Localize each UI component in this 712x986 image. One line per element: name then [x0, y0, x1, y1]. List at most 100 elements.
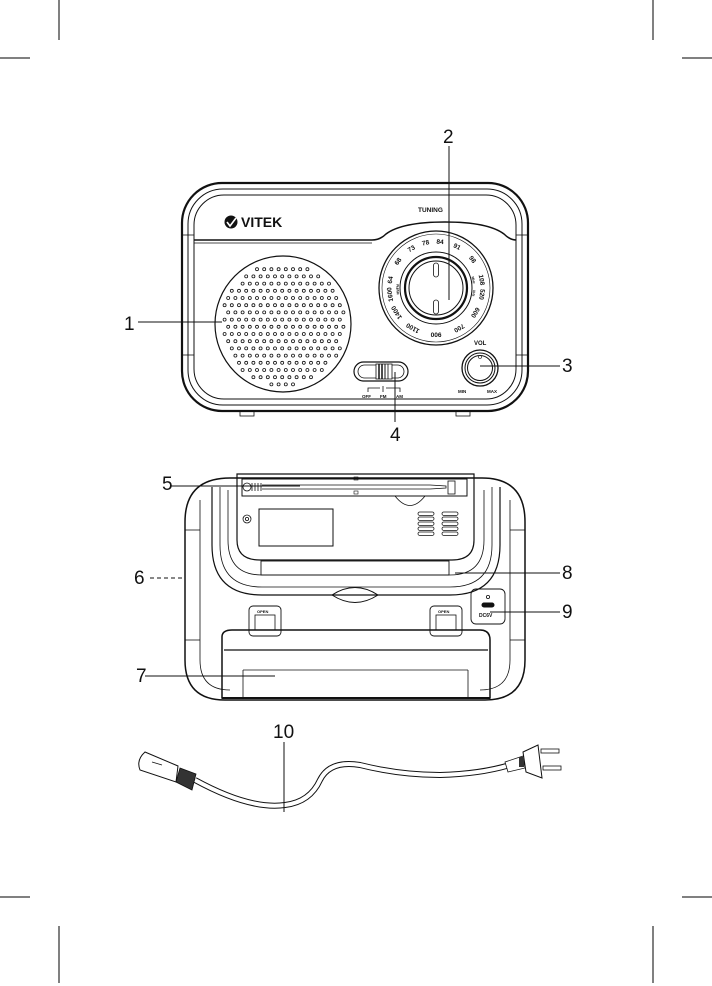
grille-hole: [305, 281, 310, 286]
grille-hole: [280, 375, 285, 380]
dial-am-tick-label: 700: [452, 322, 465, 334]
grille-hole: [280, 332, 285, 336]
grille-hole: [305, 324, 310, 329]
grille-hole: [298, 339, 303, 344]
volume-knob[interactable]: [461, 349, 499, 387]
grille-hole: [240, 310, 245, 315]
grille-hole: [283, 382, 288, 387]
switch-fm-label: FM: [380, 394, 387, 399]
grille-hole: [269, 382, 274, 387]
grille-hole: [330, 332, 335, 336]
dial-fm-tick-label: 91: [452, 242, 462, 252]
grille-hole: [247, 324, 252, 329]
grille-hole: [291, 368, 295, 372]
grille-hole: [309, 375, 313, 380]
grille-hole: [247, 296, 252, 300]
dial-am-tick-label: 520: [477, 289, 485, 301]
vitek-logo: VITEK: [224, 214, 282, 230]
grille-hole: [305, 368, 310, 372]
grille-hole: [316, 346, 321, 351]
grille-hole: [262, 324, 267, 329]
grille-hole: [312, 339, 317, 344]
grille-hole: [265, 288, 270, 293]
switch-off-label: OFF: [362, 394, 371, 399]
grille-hole: [258, 332, 263, 336]
band-switch[interactable]: [353, 361, 409, 392]
grille-hole: [233, 310, 238, 315]
grille-hole: [273, 288, 277, 293]
grille-hole: [291, 267, 295, 272]
grille-hole: [229, 303, 234, 308]
grille-hole: [323, 332, 328, 336]
grille-hole: [255, 281, 259, 286]
grille-hole: [337, 303, 342, 308]
grille-hole: [294, 346, 299, 351]
grille-hole: [222, 317, 227, 322]
vent-slot: [441, 531, 459, 536]
dc-jack-label: DC6V: [479, 613, 493, 619]
grille-hole: [276, 324, 281, 329]
grille-hole: [251, 317, 256, 322]
grille-hole: [280, 346, 285, 351]
handle-grip[interactable]: [260, 560, 450, 576]
grille-hole: [265, 360, 270, 365]
grille-hole: [312, 281, 317, 286]
battery-compartment[interactable]: [221, 629, 491, 699]
grille-hole: [276, 267, 281, 272]
grille-hole: [262, 310, 267, 315]
grille-hole: [327, 339, 331, 344]
grille-hole: [305, 353, 310, 358]
grille-hole: [251, 375, 256, 380]
grille-hole: [226, 296, 231, 300]
grille-hole: [280, 303, 285, 308]
telescopic-antenna[interactable]: [242, 476, 456, 495]
grille-hole: [323, 346, 328, 351]
grille-hole: [244, 332, 249, 336]
vent-slot: [417, 511, 435, 516]
grille-hole: [319, 368, 324, 372]
grille-hole: [280, 288, 285, 293]
grille-hole: [334, 310, 339, 315]
grille-hole: [305, 267, 310, 272]
grille-hole: [273, 360, 277, 365]
callout-5: 5: [162, 474, 173, 495]
grille-hole: [258, 288, 263, 293]
grille-hole: [283, 353, 288, 358]
grille-hole: [334, 353, 339, 358]
grille-hole: [287, 317, 292, 322]
clip-right-label: OPEN: [438, 609, 449, 614]
clip-right[interactable]: [429, 605, 463, 637]
dial-fm-tick-label: 78: [421, 239, 430, 248]
grille-hole: [327, 353, 331, 358]
grille-hole: [240, 296, 245, 300]
grille-hole: [265, 332, 270, 336]
grille-hole: [240, 281, 245, 286]
dc-jack-icon[interactable]: [481, 602, 495, 608]
vent-slot: [441, 526, 459, 531]
grille-hole: [294, 317, 299, 322]
speaker-grille: [214, 255, 352, 393]
grille-hole: [226, 324, 231, 329]
grille-hole: [240, 368, 245, 372]
logo-mark-icon: [224, 215, 238, 229]
grille-hole: [341, 310, 346, 315]
callout-lines: [138, 146, 560, 812]
grille-hole: [327, 281, 331, 286]
grille-hole: [251, 303, 256, 308]
grille-hole: [280, 317, 285, 322]
grille-hole: [251, 274, 256, 279]
clip-left[interactable]: [248, 605, 282, 637]
grille-hole: [273, 317, 277, 322]
grille-hole: [247, 310, 252, 315]
grille-hole: [327, 324, 331, 329]
grille-hole: [255, 310, 259, 315]
grille-hole: [255, 339, 259, 344]
grille-hole: [226, 339, 231, 344]
grille-hole: [273, 332, 277, 336]
grille-hole: [229, 288, 234, 293]
grille-hole: [244, 317, 249, 322]
grille-hole: [244, 360, 249, 365]
grille-hole: [247, 368, 252, 372]
